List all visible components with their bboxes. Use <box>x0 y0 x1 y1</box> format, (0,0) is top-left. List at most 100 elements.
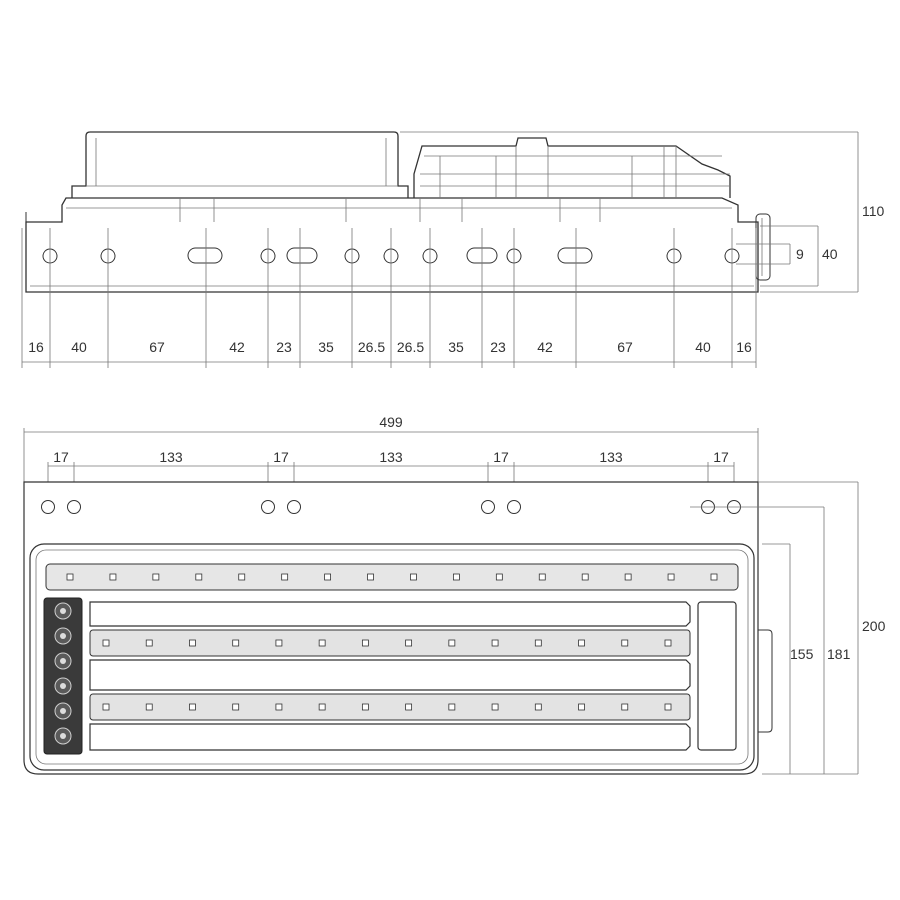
led <box>102 639 110 647</box>
led-strip-top <box>45 563 739 591</box>
light-bar-2 <box>89 659 691 691</box>
led <box>189 639 196 647</box>
spacing-label: 26.5 <box>358 339 385 355</box>
led <box>275 639 283 647</box>
mount-hole <box>481 500 495 514</box>
hole-spacing-label: 133 <box>379 449 403 465</box>
mount-hole <box>287 500 301 514</box>
led <box>238 573 246 581</box>
spacing-label: 40 <box>695 339 711 355</box>
total-height-label: 200 <box>862 618 886 634</box>
led <box>538 573 546 581</box>
hole-to-bottom-dimension: 181 <box>690 506 851 775</box>
spacing-label: 40 <box>71 339 87 355</box>
lens-height-dimension: 155 <box>762 543 814 775</box>
hole-spacing-label: 17 <box>53 449 69 465</box>
reflector-dot-center <box>60 708 66 714</box>
led <box>109 573 117 581</box>
led <box>624 573 632 581</box>
led <box>495 573 503 581</box>
led-strip-bottom <box>89 693 691 721</box>
led <box>324 573 332 581</box>
top-view-base-outline <box>25 197 759 293</box>
led <box>578 703 585 711</box>
hole-spacing-label: 17 <box>713 449 729 465</box>
led <box>281 573 289 581</box>
spacing-label: 23 <box>490 339 506 355</box>
spacing-dimensions: 16 40 67 42 23 35 26.5 26.5 35 23 42 67 40 16 <box>21 228 757 368</box>
led <box>448 639 456 647</box>
led <box>491 639 499 647</box>
led <box>410 573 417 581</box>
indicator-lens <box>697 601 737 751</box>
led <box>405 703 413 711</box>
reflector-dot-center <box>60 658 66 664</box>
light-bar-1 <box>89 601 691 627</box>
spacing-label: 23 <box>276 339 292 355</box>
led <box>667 573 675 581</box>
reflector-block <box>43 597 83 755</box>
led <box>102 703 110 711</box>
led <box>491 703 499 711</box>
spacing-label: 67 <box>617 339 633 355</box>
led <box>621 703 629 711</box>
spacing-label: 16 <box>736 339 752 355</box>
led <box>534 703 542 711</box>
led-strip-middle <box>89 629 691 657</box>
spacing-label: 35 <box>448 339 464 355</box>
led <box>189 703 196 711</box>
led <box>232 703 240 711</box>
led <box>534 639 542 647</box>
top-view-left-cover <box>71 131 409 198</box>
led <box>448 703 456 711</box>
led <box>195 573 203 581</box>
led <box>361 703 369 711</box>
led <box>710 573 718 581</box>
hole-spacing-label: 133 <box>599 449 623 465</box>
spacing-label: 42 <box>537 339 553 355</box>
led <box>578 639 585 647</box>
spacing-label: 26.5 <box>397 339 424 355</box>
spacing-label: 16 <box>28 339 44 355</box>
mount-slot <box>557 247 593 264</box>
hole-to-bottom-label: 181 <box>827 646 851 662</box>
light-bars <box>89 601 691 751</box>
led <box>367 573 374 581</box>
led <box>66 573 74 581</box>
connector-dimension: 9 <box>736 243 804 265</box>
reflector-dot-center <box>60 683 66 689</box>
hole-spacing-label: 17 <box>493 449 509 465</box>
led <box>664 703 672 711</box>
spacing-label: 67 <box>149 339 165 355</box>
spacing-label: 35 <box>318 339 334 355</box>
top-led-strip <box>45 563 739 591</box>
reflector-dot-center <box>60 733 66 739</box>
led <box>318 639 326 647</box>
lens-height-label: 155 <box>790 646 814 662</box>
led <box>361 639 369 647</box>
led <box>145 639 153 647</box>
lens-inner-frame <box>35 549 749 765</box>
led <box>664 639 672 647</box>
height-label: 110 <box>862 203 885 219</box>
led <box>621 639 629 647</box>
mount-height-dimension: 40 <box>760 225 838 287</box>
top-view-slots <box>187 247 593 264</box>
reflector-dot-center <box>60 608 66 614</box>
reflector-dot-center <box>60 633 66 639</box>
height-dimension: 110 <box>400 131 885 293</box>
hole-spacing-label: 133 <box>159 449 183 465</box>
total-width-label: 499 <box>379 414 403 430</box>
total-height-dimension: 200 <box>758 481 886 775</box>
spacing-label: 42 <box>229 339 245 355</box>
hole-spacing-label: 17 <box>273 449 289 465</box>
mount-hole <box>507 500 521 514</box>
mount-hole <box>41 500 55 514</box>
mount-hole <box>67 500 81 514</box>
mount-slot <box>286 247 318 264</box>
front-view: 499 17 133 17 133 17 133 17 <box>23 414 886 775</box>
mount-hole <box>261 500 275 514</box>
